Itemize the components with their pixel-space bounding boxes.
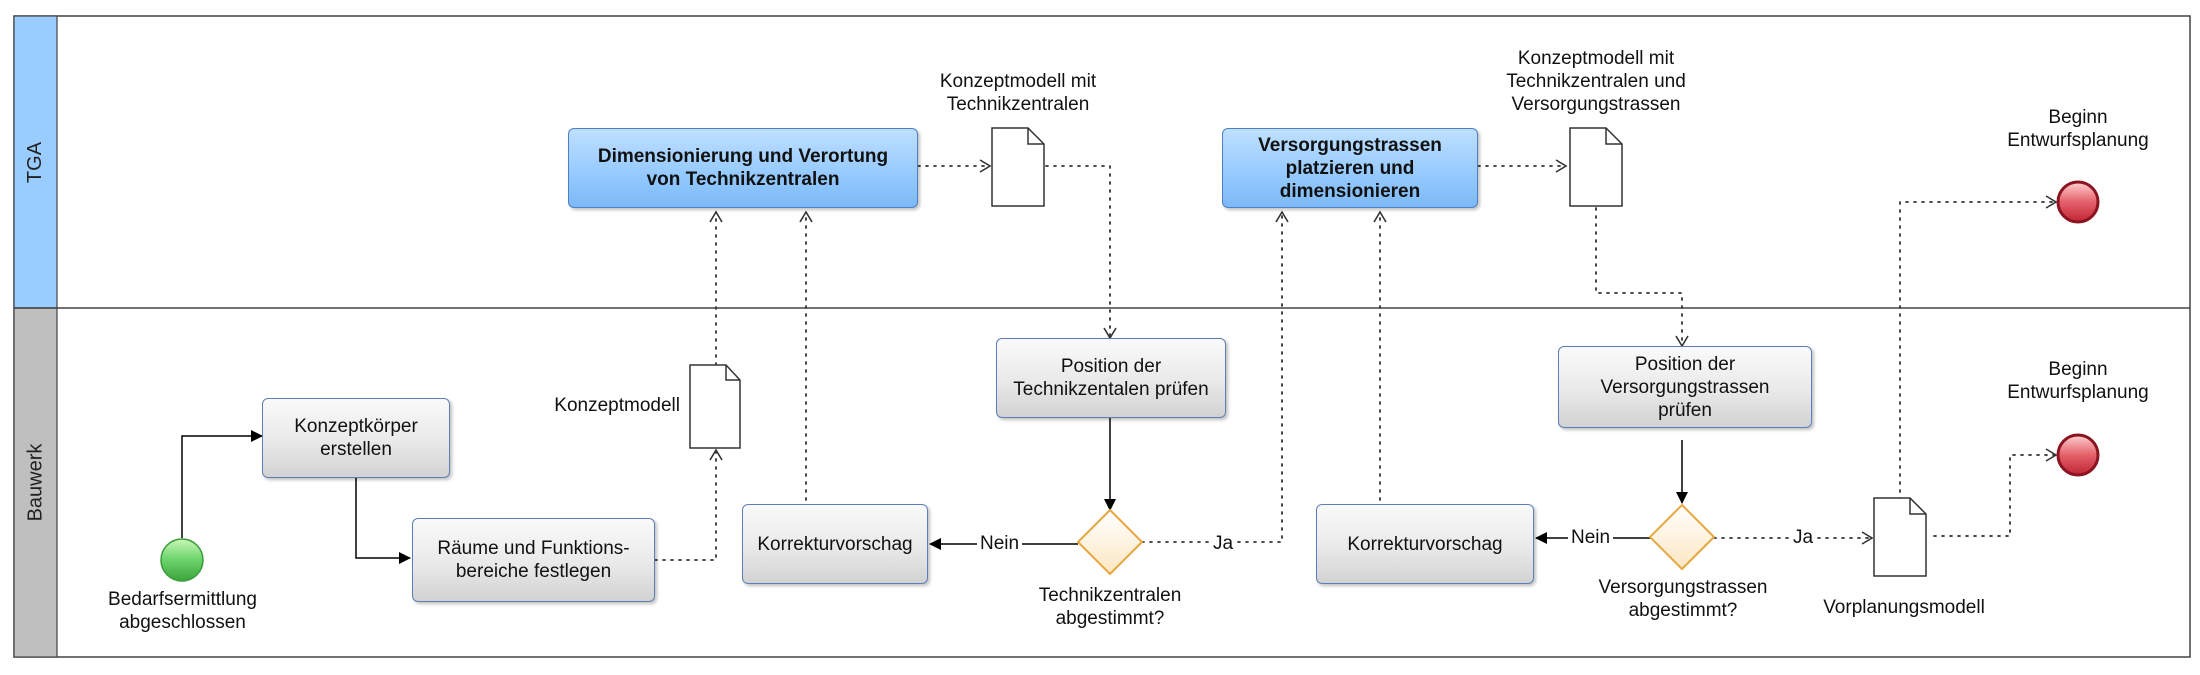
gateway-technik-label: Technikzentralen abgestimmt? (1038, 585, 1182, 629)
lane-label-bauwerk: Bauwerk (14, 308, 57, 657)
document-icon-konzeptmodell-technik (991, 127, 1045, 207)
task-dimensionierung[interactable]: Dimensionierung und Verortung von Techni… (568, 128, 918, 208)
assoc-vorplanung-to-end-tga (1899, 195, 2058, 501)
start-event-label: Bedarfsermittlung abgeschlossen (108, 589, 257, 633)
task-position-technik-pruefen[interactable]: Position der Technikzentalen prüfen (996, 338, 1226, 418)
document-label-konzeptmodell: Konzeptmodell (554, 395, 680, 416)
flow-start-to-konzeptkoerper (181, 430, 263, 538)
task-korrekturvorschlag-1[interactable]: Korrekturvorschag (742, 504, 928, 584)
flow-konzeptkoerper-to-raeume (355, 478, 411, 564)
gateway-technik-diamond (1076, 508, 1144, 576)
gateway-versorgung-label: Versorgungstrassen abgestimmt? (1598, 577, 1768, 621)
gateway-versorgung-diamond (1648, 503, 1716, 571)
document-label-konzeptmodell-versorgung: Konzeptmodell mit Technikzentralen und V… (1506, 48, 1686, 115)
flow-label-nein-1: Nein (977, 532, 1023, 555)
document-label-vorplanungsmodell: Vorplanungsmodell (1823, 597, 1985, 618)
document-icon-vorplanungsmodell (1873, 497, 1927, 577)
end-event-label-tga: Beginn Entwurfsplanung (2007, 107, 2149, 151)
lane-header-tga (13, 15, 58, 309)
lane-label-bauwerk-text: Bauwerk (24, 443, 46, 522)
flow-label-ja-2: Ja (1790, 526, 1817, 549)
lane-label-tga-text: TGA (24, 141, 46, 183)
task-konzeptkoerper-erstellen[interactable]: Konzeptkörper erstellen (262, 398, 450, 478)
end-event-circle-bauwerk (2056, 433, 2100, 477)
task-position-versorgung-pruefen[interactable]: Position der Versorgungstrassen prüfen (1558, 346, 1812, 428)
document-icon-konzeptmodell (689, 364, 741, 449)
assoc-doc-to-pruefen (1045, 165, 1117, 340)
task-raeume-festlegen[interactable]: Räume und Funktions- bereiche festlegen (412, 518, 655, 602)
start-event-circle (160, 538, 204, 582)
end-event-circle-tga (2056, 180, 2100, 224)
flow-label-ja-1: Ja (1210, 532, 1237, 555)
end-event-label-bauwerk: Beginn Entwurfsplanung (2007, 359, 2149, 403)
assoc-gateway1-ja (1141, 210, 1289, 543)
lane-label-tga: TGA (14, 16, 57, 308)
assoc-doc-to-pruefen2 (1595, 207, 1689, 348)
document-icon-konzeptmodell-versorgung (1569, 127, 1623, 207)
document-label-konzeptmodell-technik: Konzeptmodell mit Technikzentralen (939, 71, 1097, 115)
task-versorgungstrassen-platzieren[interactable]: Versorgungstrassen platzieren und dimens… (1222, 128, 1478, 208)
task-korrekturvorschlag-2[interactable]: Korrekturvorschag (1316, 504, 1534, 584)
flow-label-nein-2: Nein (1568, 526, 1614, 549)
